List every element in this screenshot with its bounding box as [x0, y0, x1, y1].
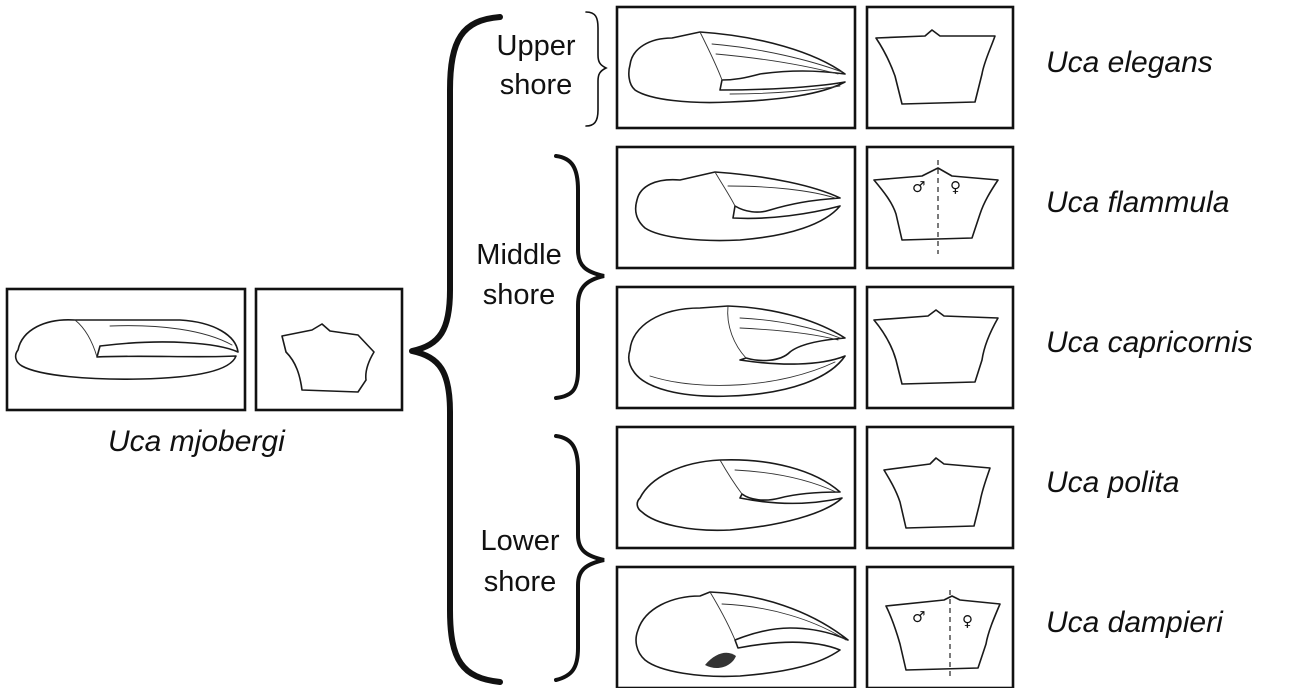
female-symbol: ♀	[962, 612, 973, 630]
claw-box	[617, 7, 855, 128]
zone-label-line1: Upper	[497, 30, 576, 62]
species-row: Uca capricornis	[617, 287, 1253, 408]
species-label: Uca elegans	[1046, 46, 1213, 79]
ancestor-carapace-box	[256, 289, 402, 410]
carapace-box	[867, 7, 1013, 128]
upper-brace	[586, 12, 606, 126]
carapace-box	[867, 427, 1013, 548]
claw-box	[617, 287, 855, 408]
species-row: Uca elegans	[617, 7, 1213, 128]
zone-lower: Lower shore	[481, 436, 605, 680]
zone-label-line2: shore	[484, 566, 557, 598]
zone-label-line1: Lower	[481, 525, 560, 557]
species-label: Uca capricornis	[1046, 326, 1253, 359]
zone-middle: Middle shore	[476, 156, 604, 398]
zone-label-line2: shore	[483, 279, 556, 311]
ancestor-group: Uca mjobergi	[7, 289, 402, 458]
zone-label-line2: shore	[500, 69, 573, 101]
male-symbol: ♂	[912, 178, 925, 196]
lower-brace	[556, 436, 604, 680]
species-label: Uca flammula	[1046, 186, 1229, 219]
species-row: Uca polita	[617, 427, 1179, 548]
male-symbol: ♂	[912, 608, 925, 626]
carapace-box	[867, 287, 1013, 408]
zone-label-line1: Middle	[476, 239, 561, 271]
carapace-box	[867, 147, 1013, 268]
species-row: ♂ ♀ Uca dampieri	[617, 567, 1224, 688]
species-row: ♂ ♀ Uca flammula	[617, 147, 1229, 268]
species-label: Uca polita	[1046, 466, 1179, 499]
zone-upper: Upper shore	[497, 12, 607, 126]
female-symbol: ♀	[950, 178, 961, 196]
middle-brace	[556, 156, 604, 398]
ancestor-claw-box	[7, 289, 245, 410]
ancestor-species-label: Uca mjobergi	[108, 425, 286, 458]
claw-box	[617, 567, 855, 688]
species-label: Uca dampieri	[1046, 606, 1224, 639]
